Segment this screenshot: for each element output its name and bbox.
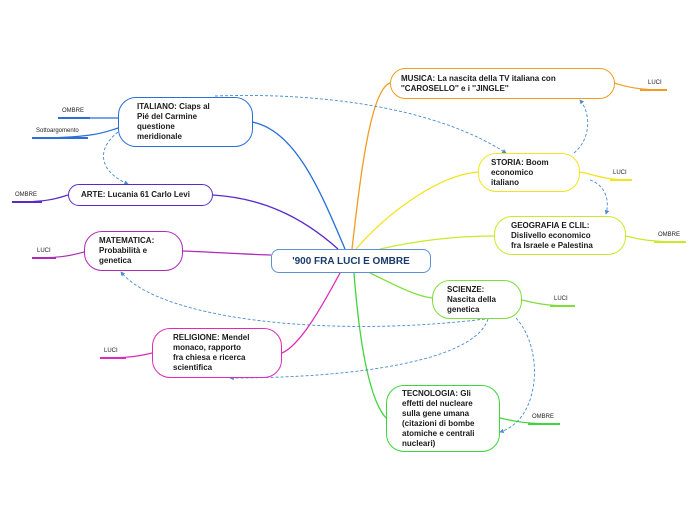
subtopic-religione-luci[interactable]: LUCI [104, 348, 118, 354]
central-topic[interactable]: '900 FRA LUCI E OMBRE [271, 249, 431, 273]
relation-storia-musica [573, 99, 589, 154]
branch-matematica [182, 250, 272, 256]
subtopic-italiano-sottoargomento[interactable]: Sottoargomento [36, 128, 79, 134]
subtopic-arte-ombre[interactable]: OMBRE [15, 192, 37, 198]
branch-geografia [379, 235, 495, 250]
subtopic-label: LUCI [613, 170, 627, 176]
subtopic-label: OMBRE [658, 232, 681, 238]
branch-scienze [369, 272, 433, 299]
subtopic-matematica-luci[interactable]: LUCI [37, 248, 51, 254]
subtopic-label: LUCI [554, 296, 568, 302]
topic-scienze[interactable]: SCIENZE: Nascita della genetica [432, 280, 522, 319]
relation-scienze-matematica [120, 271, 486, 327]
topic-matematica-label: MATEMATICA: Probabilità e genetica [99, 236, 155, 265]
subtopic-label: Sottoargomento [36, 128, 79, 134]
subtopic-label: LUCI [104, 348, 118, 354]
topic-storia-label: STORIA: Boom economico italiano [491, 157, 549, 187]
branch-storia [355, 171, 479, 250]
subtopic-italiano-ombre[interactable]: OMBRE [62, 108, 84, 114]
branch-religione [281, 272, 341, 354]
topic-religione-label: RELIGIONE: Mendel monaco, rapporto fra c… [173, 333, 250, 372]
topic-arte[interactable]: ARTE: Lucania 61 Carlo Levi [68, 184, 213, 206]
topic-musica-label: MUSICA: La nascita della TV italiana con… [401, 73, 556, 93]
topic-italiano-label: ITALIANO: Ciaps al Pié del Carmine quest… [137, 102, 210, 141]
topic-storia[interactable]: STORIA: Boom economico italiano [478, 153, 580, 192]
branch-musica [351, 82, 391, 250]
central-topic-label: '900 FRA LUCI E OMBRE [292, 255, 410, 267]
subtopic-label: LUCI [648, 80, 662, 86]
topic-religione[interactable]: RELIGIONE: Mendel monaco, rapporto fra c… [152, 328, 282, 378]
topic-tecnologia-label: TECNOLOGIA: Gli effetti del nucleare sul… [402, 388, 475, 448]
topic-tecnologia[interactable]: TECNOLOGIA: Gli effetti del nucleare sul… [386, 385, 500, 452]
subtopic-label: OMBRE [15, 192, 38, 198]
subtopic-label: OMBRE [62, 108, 85, 114]
branch-italiano [251, 121, 346, 250]
subtopic-tecnologia-ombre[interactable]: OMBRE [532, 414, 554, 420]
topic-matematica[interactable]: MATEMATICA: Probabilità e genetica [84, 231, 183, 271]
branch-arte [212, 194, 339, 250]
relation-scienze-tecnologia [499, 317, 535, 434]
subtopic-storia-luci[interactable]: LUCI [613, 170, 627, 176]
branch-tecnologia [353, 272, 387, 419]
topic-italiano[interactable]: ITALIANO: Ciaps al Pié del Carmine quest… [118, 97, 253, 147]
subtopic-label: OMBRE [532, 414, 555, 420]
subtopic-scienze-luci[interactable]: LUCI [554, 296, 568, 302]
topic-musica[interactable]: MUSICA: La nascita della TV italiana con… [390, 68, 615, 99]
relation-storia-geografia [589, 179, 610, 215]
topic-scienze-label: SCIENZE: Nascita della genetica [447, 284, 496, 314]
topic-arte-label: ARTE: Lucania 61 Carlo Levi [81, 190, 190, 199]
topic-geografia[interactable]: GEOGRAFIA E CLIL: Dislivello economico f… [494, 216, 626, 255]
subtopic-label: LUCI [37, 248, 51, 254]
topic-geografia-label: GEOGRAFIA E CLIL: Dislivello economico f… [511, 220, 593, 250]
subtopic-musica-luci[interactable]: LUCI [648, 80, 662, 86]
subtopic-geografia-ombre[interactable]: OMBRE [658, 232, 680, 238]
